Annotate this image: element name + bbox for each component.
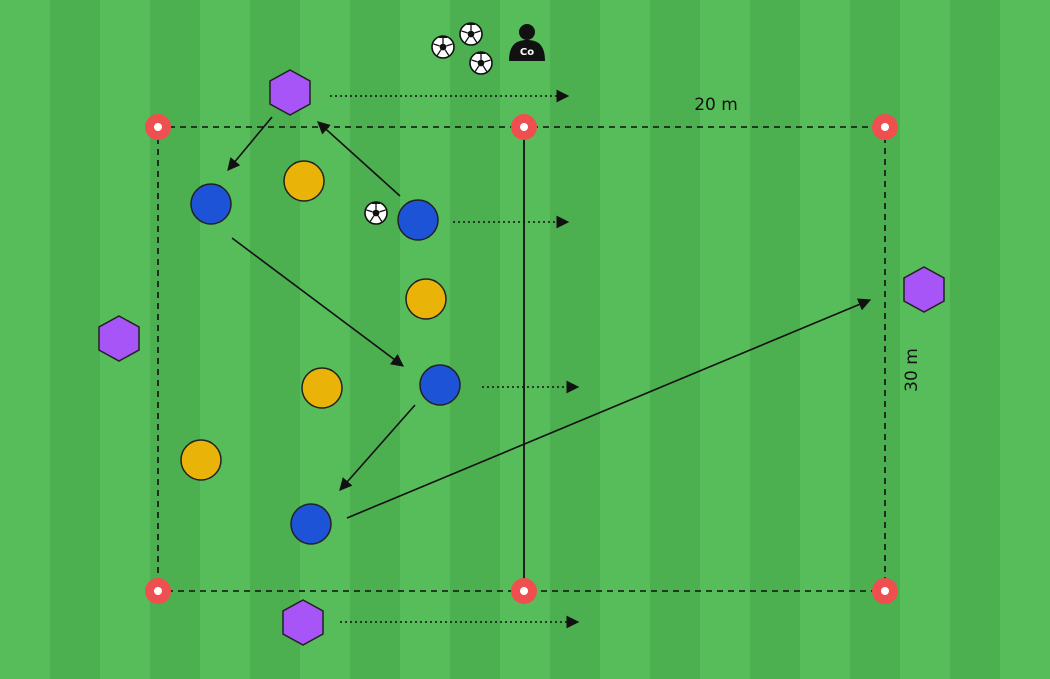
pass-arrow xyxy=(317,121,401,197)
grass-stripe xyxy=(500,0,550,679)
height-dimension-label: 30 m xyxy=(902,348,922,392)
cone-icon xyxy=(145,578,171,604)
player-blue xyxy=(397,199,439,241)
grass-stripe xyxy=(450,0,500,679)
cone-icon xyxy=(511,578,537,604)
grass-stripe xyxy=(200,0,250,679)
grass-stripe xyxy=(1000,0,1050,679)
grass-stripe xyxy=(700,0,750,679)
grass-stripe xyxy=(400,0,450,679)
grass-stripe xyxy=(800,0,850,679)
hexagon-neutral-icon xyxy=(98,315,140,362)
cone-icon xyxy=(872,114,898,140)
grass-stripe xyxy=(50,0,100,679)
player-blue xyxy=(190,183,232,225)
grass-stripe xyxy=(300,0,350,679)
width-dimension-label: 20 m xyxy=(694,95,738,115)
pass-arrow xyxy=(227,116,273,171)
player-yellow xyxy=(405,278,447,320)
soccer-ball-icon xyxy=(459,22,483,46)
grass-stripe xyxy=(950,0,1000,679)
grass-stripe xyxy=(0,0,50,679)
pass-arrow xyxy=(231,237,405,367)
soccer-ball-icon xyxy=(364,201,388,225)
cones xyxy=(145,114,898,604)
yellow-team xyxy=(180,160,447,481)
cone-icon xyxy=(511,114,537,140)
pass-arrow xyxy=(339,404,416,491)
grass-stripe xyxy=(350,0,400,679)
hexagon-neutral-icon xyxy=(269,69,311,116)
cone-icon xyxy=(872,578,898,604)
player-yellow xyxy=(180,439,222,481)
hexagon-neutral-icon xyxy=(282,599,324,646)
neutral-players xyxy=(98,69,945,646)
player-yellow xyxy=(301,367,343,409)
soccer-ball-icon xyxy=(431,35,455,59)
soccer-ball-icon xyxy=(469,51,493,75)
run-arrows xyxy=(330,89,580,629)
grass-stripe xyxy=(900,0,950,679)
cone-icon xyxy=(145,114,171,140)
player-blue xyxy=(290,503,332,545)
coach-icon: Co xyxy=(509,24,545,61)
grass-stripe xyxy=(650,0,700,679)
blue-team xyxy=(190,183,461,545)
pass-arrow xyxy=(346,298,872,519)
player-blue xyxy=(419,364,461,406)
player-yellow xyxy=(283,160,325,202)
grass-stripe xyxy=(850,0,900,679)
hexagon-neutral-icon xyxy=(903,266,945,313)
grass-stripe xyxy=(600,0,650,679)
grass-stripe xyxy=(550,0,600,679)
pass-arrows xyxy=(227,116,872,519)
coach-label: Co xyxy=(520,47,534,58)
